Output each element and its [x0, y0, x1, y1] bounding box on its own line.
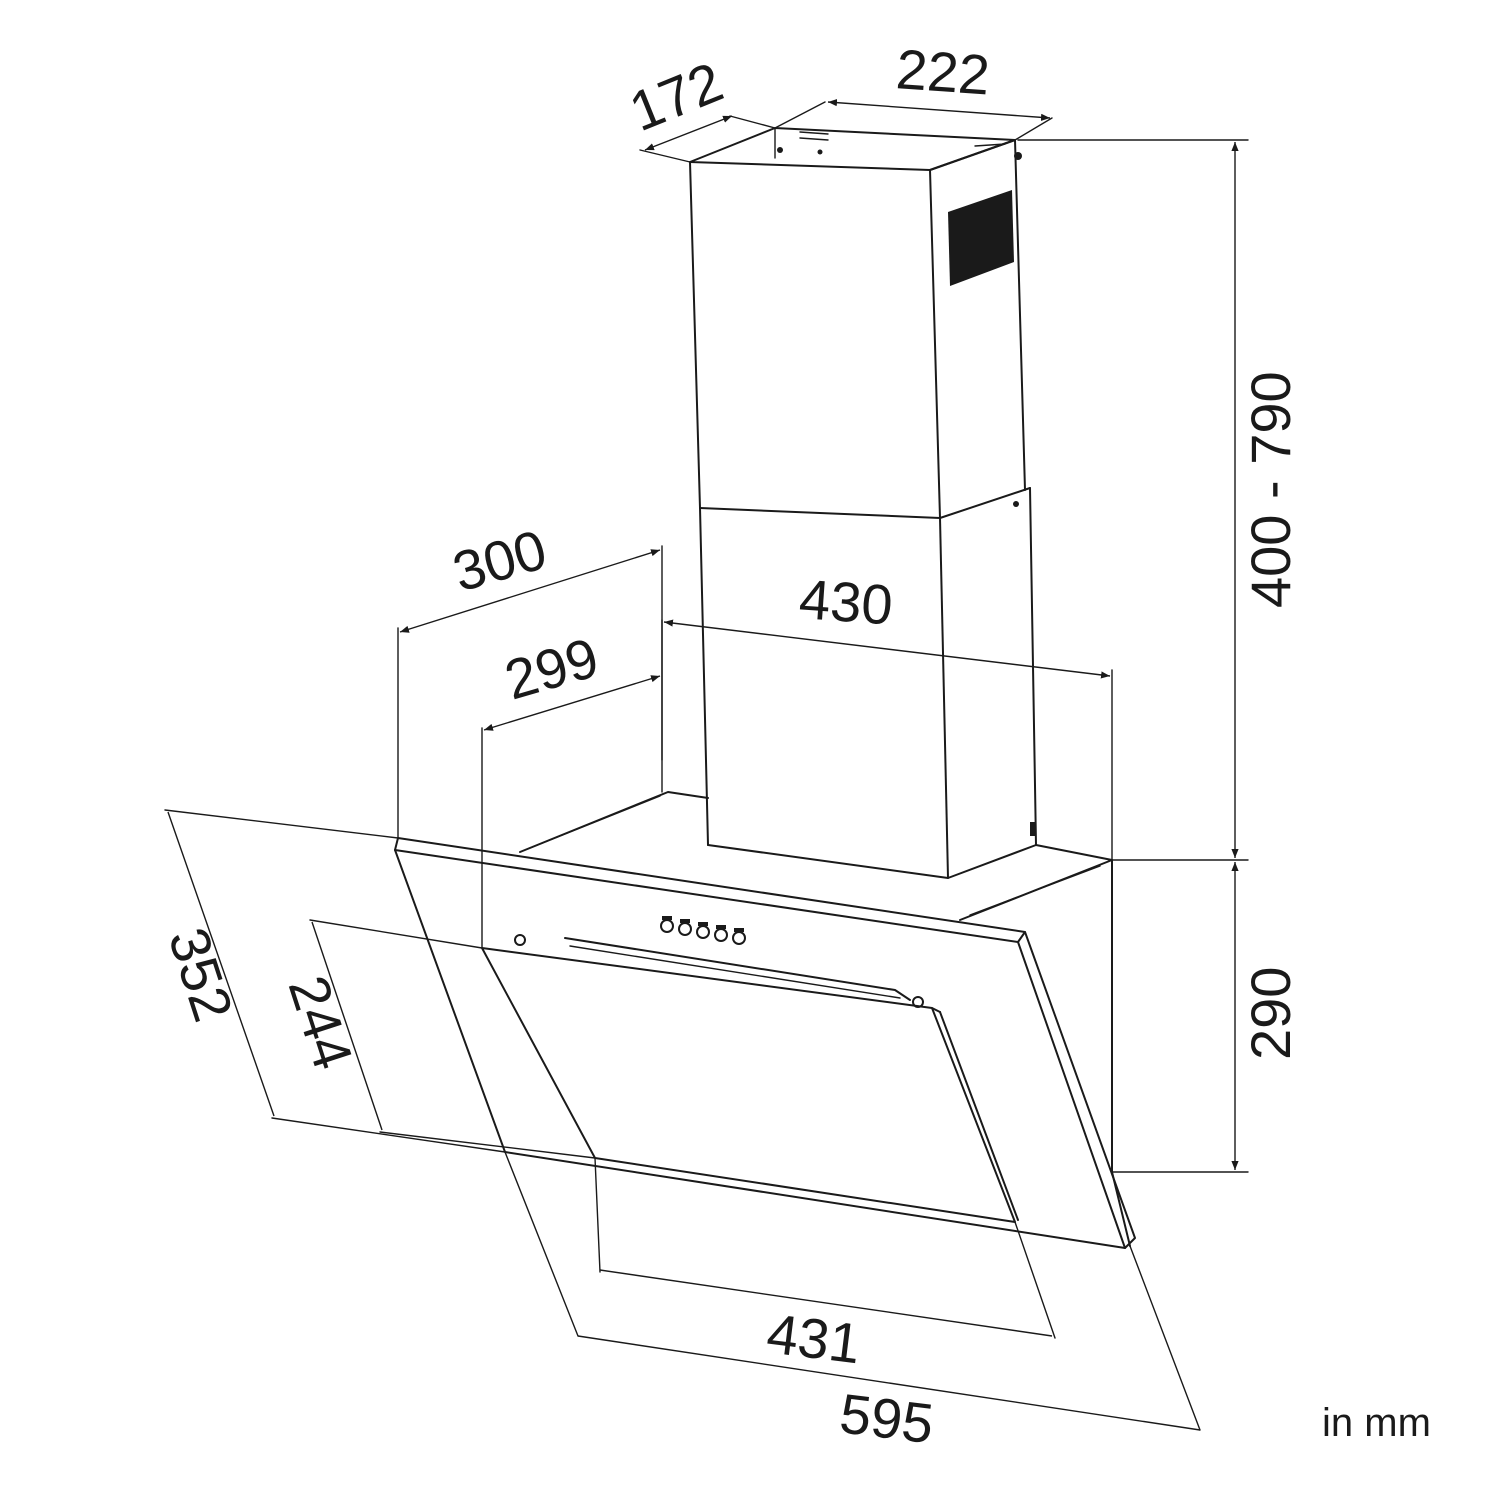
- chimney: [689, 127, 1037, 879]
- label-290: 290: [1239, 967, 1302, 1060]
- dim-line-352: [167, 811, 275, 1117]
- dimension-lines: [164, 99, 1249, 1431]
- label-299: 299: [498, 625, 605, 711]
- chimney-lower-section: [699, 487, 1031, 519]
- label-222: 222: [894, 37, 992, 106]
- glass-outer-edge: [394, 837, 1136, 1249]
- dim-line-300: [399, 549, 661, 633]
- label-172: 172: [621, 50, 731, 143]
- label-352: 352: [157, 920, 246, 1028]
- dim-line-172: [644, 115, 733, 151]
- glass-inner-window: [481, 947, 1016, 1223]
- dim-line-431: [599, 1269, 1053, 1337]
- glass-panel: [394, 837, 1136, 1249]
- dim-line-430: [663, 619, 1111, 679]
- label-431: 431: [764, 1301, 864, 1375]
- dimension-labels: 172 222 400 - 790 290 300 299 430 352 24…: [157, 37, 1431, 1455]
- unit-label: in mm: [1322, 1401, 1431, 1445]
- label-244: 244: [277, 968, 366, 1076]
- label-300: 300: [446, 517, 553, 603]
- label-430: 430: [797, 567, 895, 636]
- control-buttons: [660, 916, 746, 945]
- dim-line-299: [483, 675, 661, 731]
- label-595: 595: [837, 1381, 937, 1455]
- label-400-790: 400 - 790: [1239, 371, 1302, 608]
- chimney-top-lid: [689, 127, 1016, 171]
- vent-grille: [948, 190, 1014, 286]
- dim-line-595: [577, 1335, 1201, 1431]
- dim-line-222: [827, 99, 1051, 121]
- dim-line-244: [311, 921, 383, 1131]
